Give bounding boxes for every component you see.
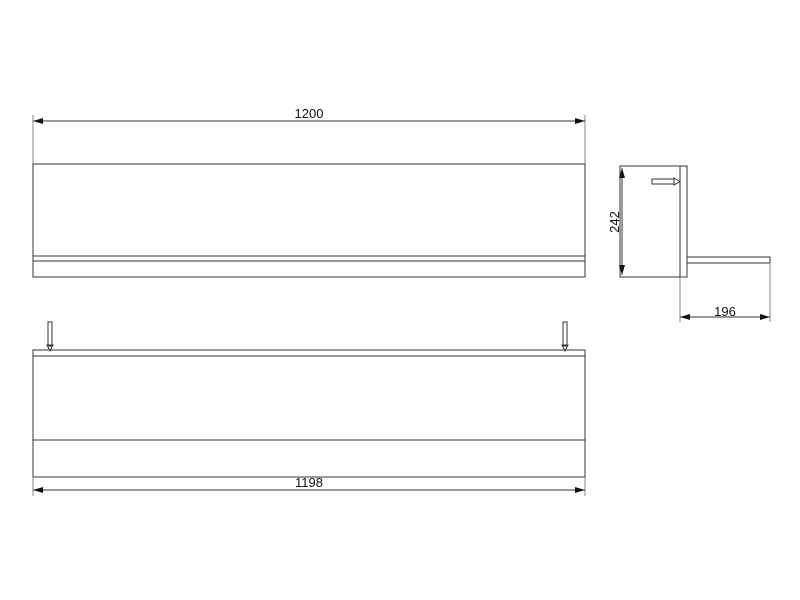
screw-icon <box>561 321 569 353</box>
bracket-side-outline <box>619 165 681 278</box>
shelf-front-outline <box>32 163 586 278</box>
height-dimension-label: 242 <box>607 211 622 233</box>
bottom-view: 1198 <box>32 321 586 496</box>
side-view: 242 196 <box>607 165 771 322</box>
width-dimension-label: 1198 <box>295 475 323 490</box>
wall-plate <box>679 165 688 278</box>
screw-icon <box>651 177 681 186</box>
shelf-bottom-outline <box>32 349 586 478</box>
shelf-side-profile <box>686 256 771 264</box>
screw-icon <box>46 321 54 353</box>
width-dimension-label: 1200 <box>295 106 324 121</box>
front-view: 1200 <box>32 106 586 278</box>
depth-dimension-label: 196 <box>714 304 736 319</box>
